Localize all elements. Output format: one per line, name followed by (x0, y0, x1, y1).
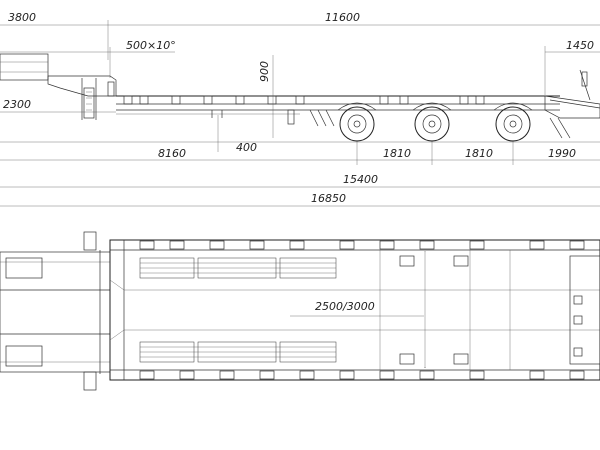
dim-2500-3000: 2500/3000 (315, 300, 375, 313)
dim-1810-a: 1810 (383, 147, 411, 160)
wheel-group (337, 102, 533, 142)
deck-slats-lower (139, 341, 337, 363)
wheel-1 (339, 106, 375, 142)
dim-2300: 2300 (3, 98, 31, 111)
dim-line-11600: 3800 11600 (0, 11, 600, 60)
dim-16850: 16850 (311, 192, 346, 205)
side-view: 3800 11600 500×10° 1450 (0, 11, 600, 207)
dim-line-lower: 8160 400 1810 1810 1990 (0, 115, 600, 165)
deck-slats-upper (139, 257, 337, 279)
gooseneck (0, 53, 117, 120)
top-rear (569, 255, 600, 365)
dim-3800: 3800 (8, 11, 36, 24)
dim-500x10: 500×10° (126, 39, 176, 52)
side-pockets-bottom (139, 370, 585, 380)
dim-line-overall: 15400 16850 (0, 173, 600, 207)
side-pockets-top (139, 240, 585, 250)
axle-markers (379, 250, 511, 370)
dim-8160: 8160 (158, 147, 186, 160)
dim-1810-b: 1810 (465, 147, 493, 160)
dim-11600: 11600 (325, 11, 360, 24)
wheel-3 (495, 106, 531, 142)
dim-400: 400 (236, 141, 257, 154)
main-deck (116, 95, 560, 127)
dim-line-1450: 1450 (544, 39, 600, 95)
top-platform (109, 239, 600, 381)
dim-line-900: 900 (258, 55, 274, 138)
dim-line-2300: 2300 (0, 98, 116, 113)
dim-line-2500-3000: 2500/3000 (290, 252, 425, 368)
dim-1990: 1990 (548, 147, 576, 160)
dim-900: 900 (258, 61, 271, 82)
rear-ramps (544, 69, 600, 139)
dim-line-500: 500×10° (0, 39, 176, 78)
top-gooseneck (0, 231, 111, 391)
top-view: 2500/3000 (0, 231, 600, 391)
dim-1450: 1450 (566, 39, 594, 52)
wheel-2 (414, 106, 450, 142)
dim-15400: 15400 (343, 173, 378, 186)
